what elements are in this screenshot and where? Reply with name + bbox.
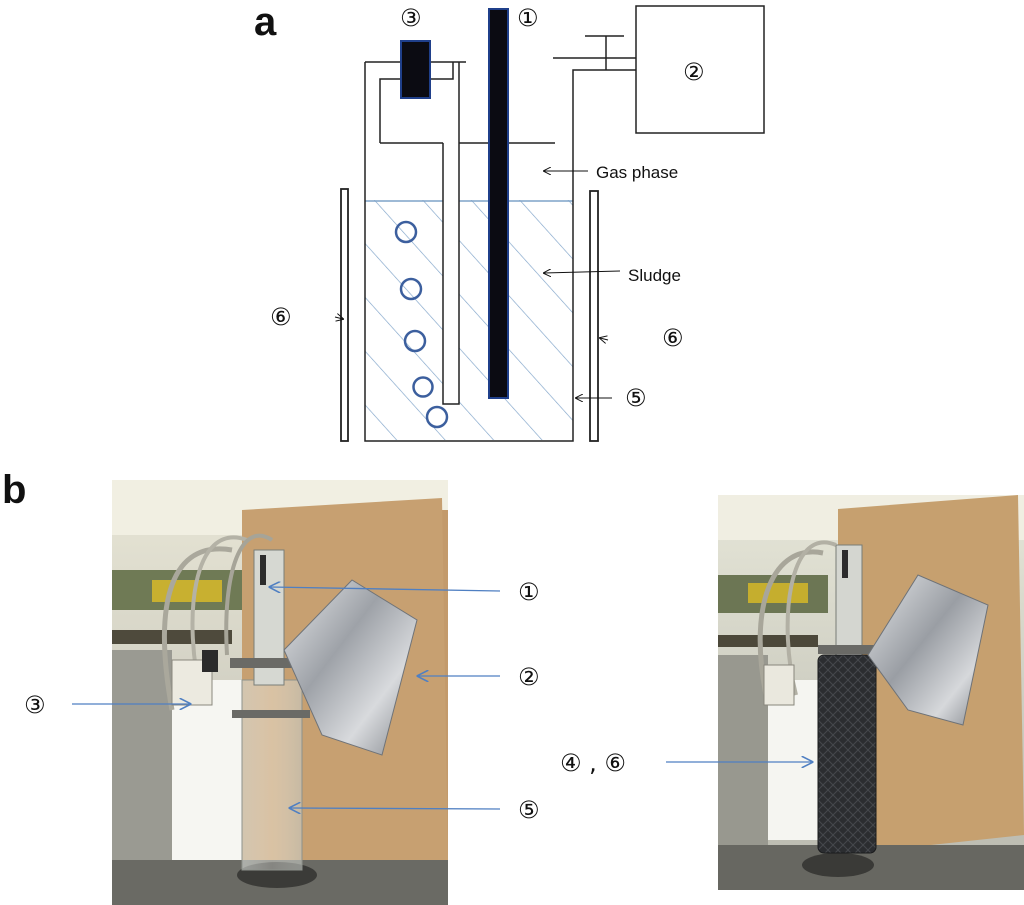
- photo-label-1: ①: [518, 578, 540, 606]
- photo-label-2: ②: [518, 663, 540, 691]
- reactor-photo-right: [718, 495, 1024, 890]
- panel-letter-a: a: [254, 0, 277, 44]
- aeration-tube: [442, 62, 460, 405]
- arrow-1: [270, 587, 501, 591]
- label-2: ②: [683, 58, 705, 86]
- gas-phase-label: Gas phase: [596, 163, 678, 182]
- reactor-vessel: [364, 62, 636, 442]
- reactor-schematic: Gas phase Sludge ① ② ③ ⑤ ⑥ ⑥: [270, 4, 765, 442]
- label-1: ①: [517, 4, 539, 32]
- arrow-5: [290, 808, 501, 809]
- gas-valve: [553, 35, 636, 70]
- label-6-right: ⑥: [662, 324, 684, 352]
- gas-bag: [635, 5, 765, 134]
- label-3: ③: [400, 4, 422, 32]
- panel-letter-b: b: [2, 468, 27, 512]
- label-6-left: ⑥: [270, 303, 292, 331]
- sensor-head: [400, 40, 431, 99]
- photo-label-3: ③: [24, 691, 46, 719]
- photo-label-4-6: ④ , ⑥: [560, 749, 626, 777]
- heater-jacket-right: [589, 190, 599, 442]
- sludge-label: Sludge: [628, 266, 681, 285]
- photo-label-5: ⑤: [518, 796, 540, 824]
- reactor-photo-left: [112, 480, 448, 905]
- electrode-rod: [488, 8, 509, 399]
- air-bubbles: [394, 220, 449, 429]
- label-5: ⑤: [625, 384, 647, 412]
